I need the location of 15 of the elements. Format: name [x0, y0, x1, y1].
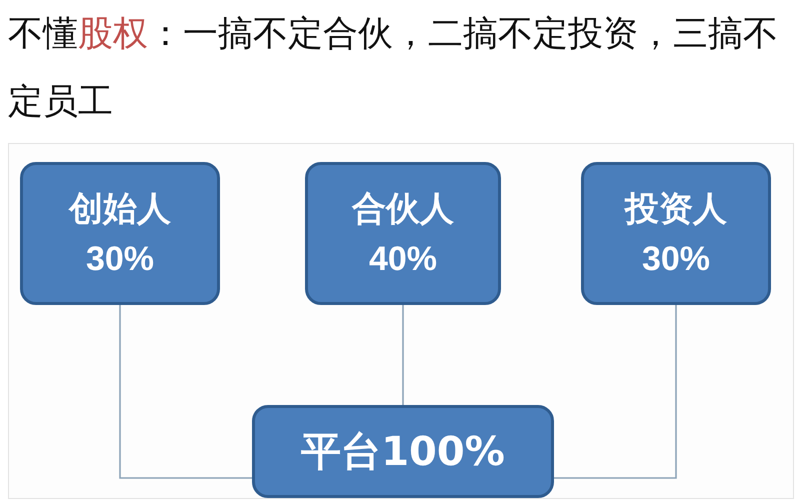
connector-line — [119, 305, 252, 479]
percentage-label: 30% — [642, 238, 710, 280]
title: 不懂股权：一搞不定合伙，二搞不定投资，三搞不定员工 — [8, 13, 779, 124]
role-label: 创始人 — [69, 188, 171, 230]
org-box — [252, 405, 554, 498]
org-box — [305, 162, 501, 305]
percentage-label: 30% — [86, 238, 154, 280]
org-box — [20, 162, 220, 305]
percentage-label: 40% — [368, 238, 438, 280]
org-box — [581, 162, 771, 305]
role-label: 投资人 — [625, 188, 727, 230]
connector-line — [402, 305, 404, 405]
connector-line — [554, 305, 677, 479]
role-label: 平台100% — [301, 428, 505, 476]
role-label: 合伙人 — [352, 188, 454, 230]
